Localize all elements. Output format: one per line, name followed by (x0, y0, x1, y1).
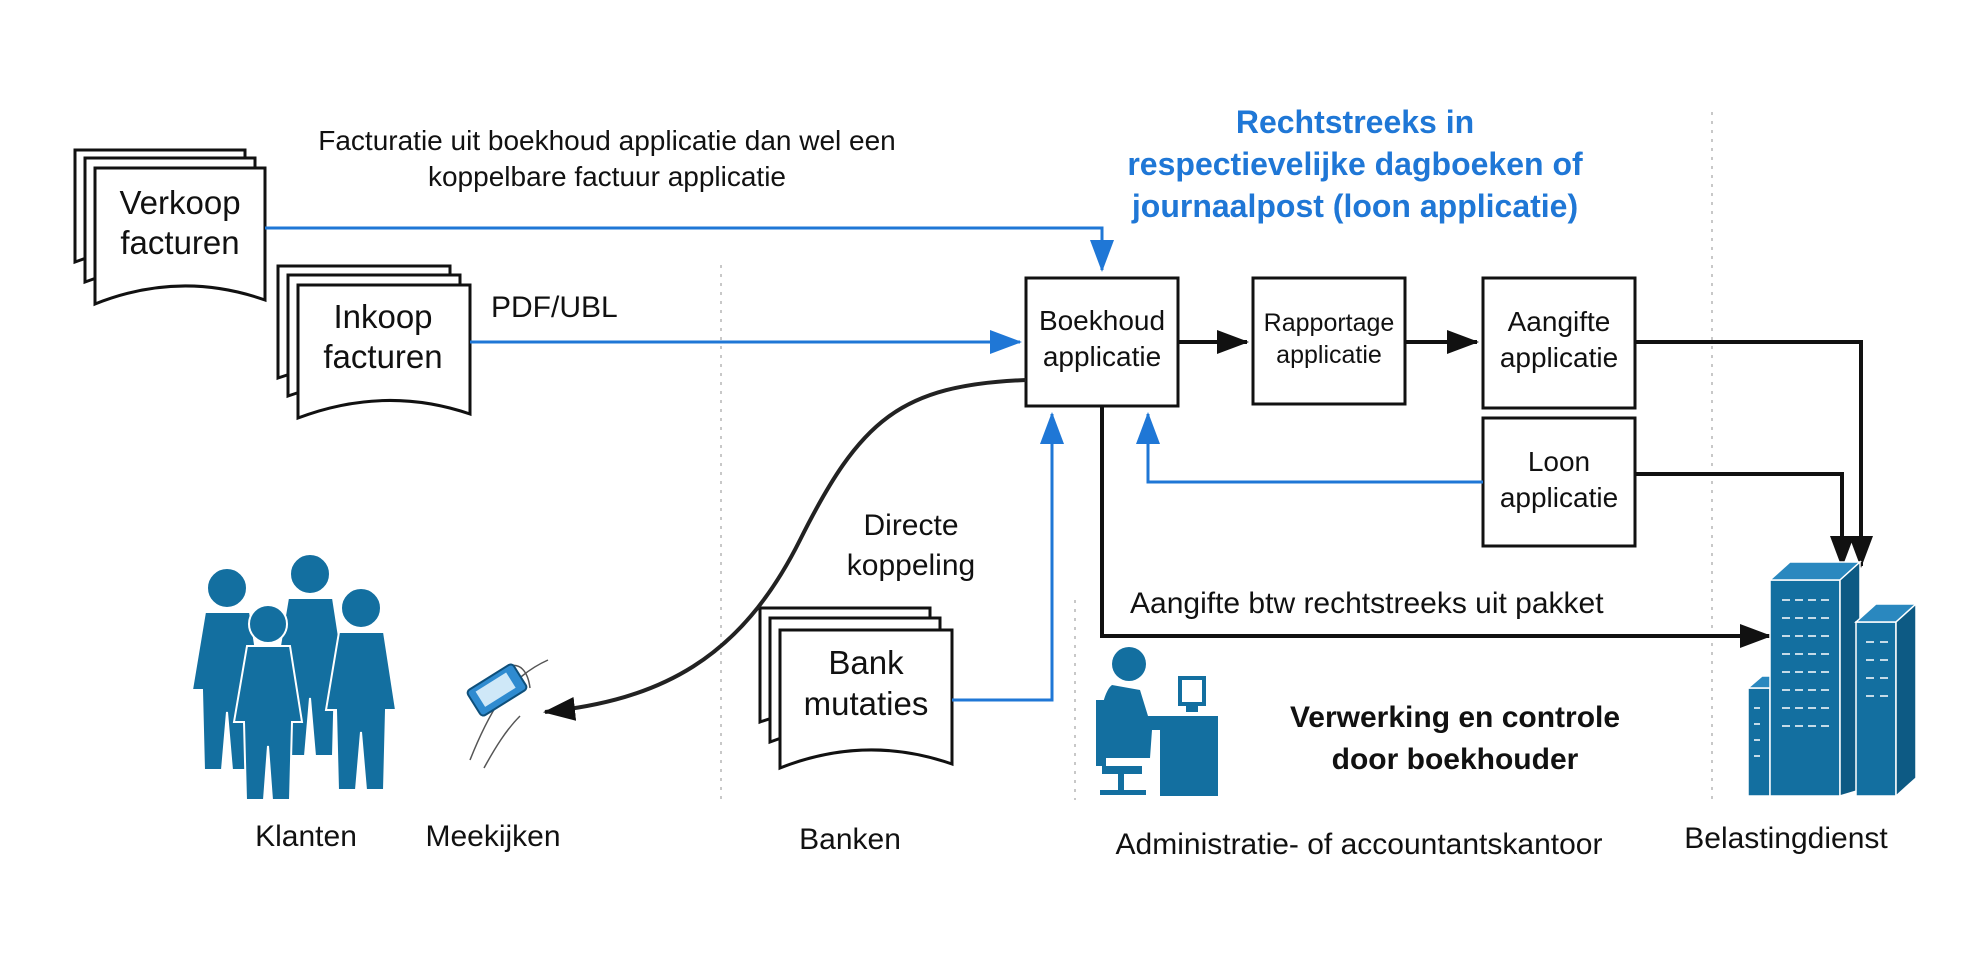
verkoop-line1: Verkoop (119, 184, 240, 221)
boekhoud-line2: applicatie (1043, 341, 1161, 372)
loon-line1: Loon (1528, 446, 1590, 477)
aangifte-line2: applicatie (1500, 342, 1618, 373)
rapportage-line2: applicatie (1276, 341, 1382, 369)
caption-belastingdienst: Belastingdienst (1684, 822, 1888, 855)
arrow-loon-to-boekhoud (1136, 412, 1483, 484)
facturatie-line2: koppelbare factuur applicatie (428, 161, 786, 192)
arrow-btw-to-belastingdienst (1100, 406, 1772, 648)
rechtstreeks-line3: journaalpost (loon applicatie) (1131, 188, 1578, 224)
aangifte-applicatie-box (1481, 276, 1637, 410)
bank-line2: mutaties (804, 685, 929, 722)
accountant-at-desk-icon (1096, 647, 1218, 796)
caption-klanten: Klanten (255, 820, 357, 853)
rechtstreeks-line1: Rechtstreeks in (1236, 104, 1474, 140)
people-icon (190, 553, 398, 801)
aangifte-line1: Aangifte (1508, 306, 1611, 337)
facturatie-line1: Facturatie uit boekhoud applicatie dan w… (318, 125, 896, 156)
verkoop-facturen-document (73, 148, 267, 307)
directe-line2: koppeling (847, 549, 975, 582)
pdf-ubl-label: PDF/UBL (491, 291, 618, 324)
inkoop-line2: facturen (323, 338, 442, 375)
office-buildings-icon (1745, 560, 1918, 798)
boekhoud-line1: Boekhoud (1039, 305, 1165, 336)
arrow-loon-to-belastingdienst (1635, 472, 1854, 568)
section-dividers (720, 112, 1713, 800)
caption-kantoor: Administratie- of accountantskantoor (1116, 828, 1603, 861)
inkoop-line1: Inkoop (333, 298, 432, 335)
bank-line1: Bank (828, 644, 904, 681)
arrow-boekhoud-to-meekijken (543, 378, 1027, 721)
arrow-aangifte-to-belastingdienst (1635, 340, 1873, 568)
caption-meekijken: Meekijken (425, 820, 560, 853)
rapportage-line1: Rapportage (1264, 309, 1395, 337)
bank-mutaties-document (758, 606, 954, 771)
verwerking-line1: Verwerking en controle (1290, 701, 1620, 734)
caption-banken: Banken (799, 823, 901, 856)
loon-line2: applicatie (1500, 482, 1618, 513)
verwerking-line2: door boekhouder (1332, 743, 1579, 776)
rechtstreeks-line2: respectievelijke dagboeken of (1127, 146, 1583, 182)
arrow-bank-to-boekhoud (952, 412, 1064, 702)
directe-line1: Directe (863, 509, 958, 542)
arrow-verkoop-to-boekhoud (265, 226, 1114, 272)
inkoop-facturen-document (276, 264, 472, 421)
verkoop-line2: facturen (120, 224, 239, 261)
phone-in-hand-icon (466, 659, 549, 769)
aangifte-btw-label: Aangifte btw rechtstreeks uit pakket (1130, 587, 1604, 620)
